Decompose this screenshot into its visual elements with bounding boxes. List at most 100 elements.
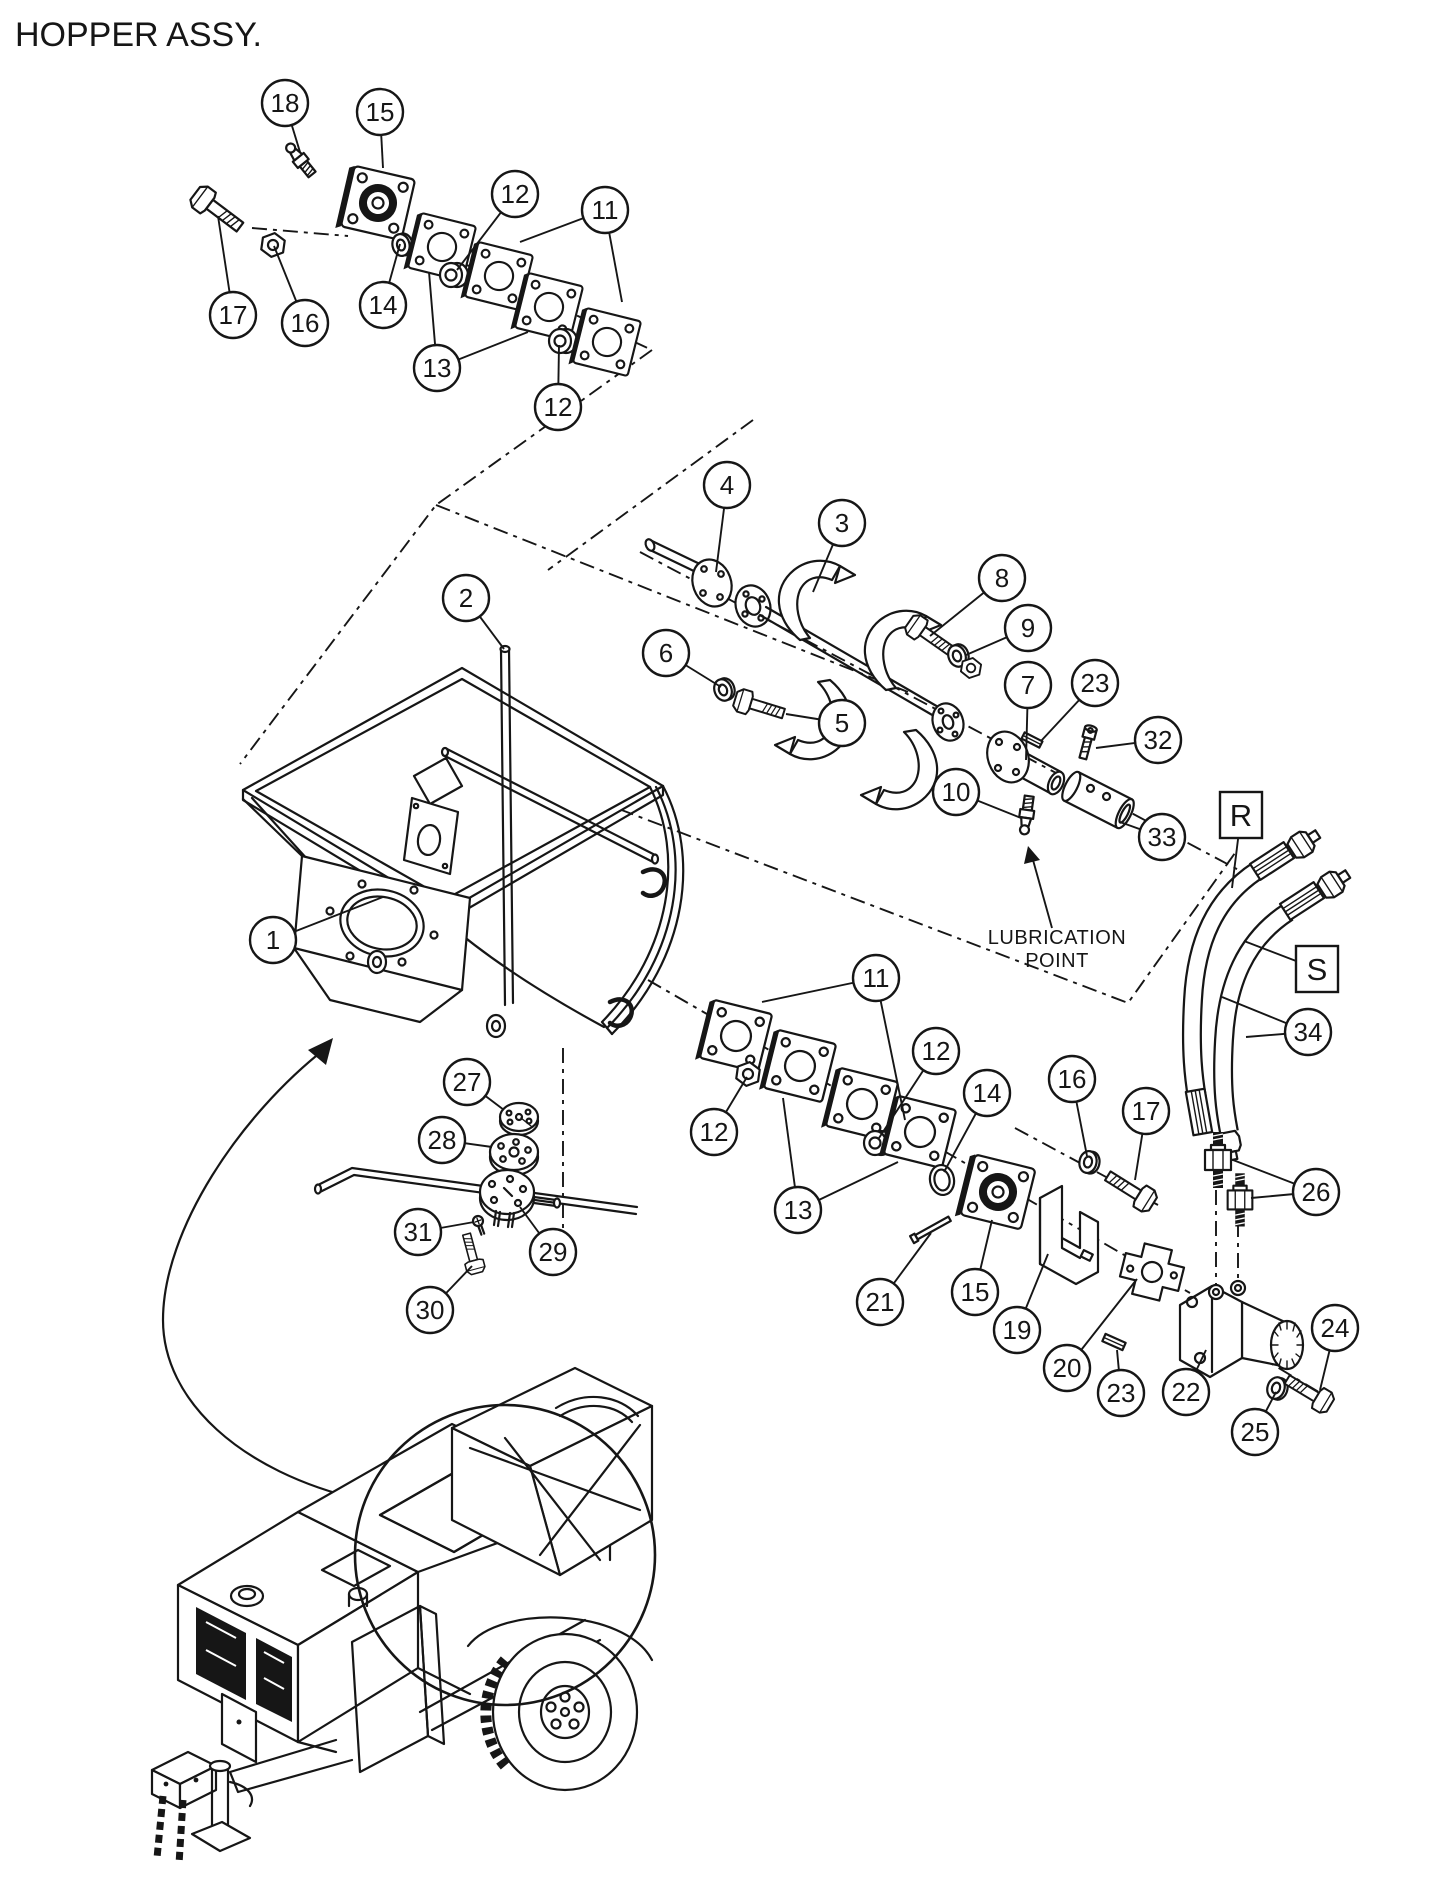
callout-balloon-21[interactable]: 21 [855, 1277, 905, 1327]
balloon-circle [405, 1285, 455, 1335]
callout-balloon-16[interactable]: 16 [280, 298, 330, 348]
balloon-circle [280, 298, 330, 348]
callout-balloon-24[interactable]: 24 [1310, 1303, 1360, 1353]
balloon-circle [1047, 1054, 1097, 1104]
port-label-S[interactable]: S [1294, 944, 1340, 994]
balloon-number: 17 [219, 300, 248, 330]
disc-27 [498, 1101, 540, 1137]
key-23 [1101, 1332, 1127, 1352]
lower-drive-train [693, 997, 1338, 1417]
balloon-number: 10 [942, 777, 971, 807]
balloon-number: 2 [459, 583, 473, 613]
callout-balloon-22[interactable]: 22 [1161, 1367, 1211, 1417]
callout-balloon-12[interactable]: 12 [533, 382, 583, 432]
callout-balloon-10[interactable]: 10 [931, 767, 981, 817]
grease-fitting-10 [1015, 794, 1038, 837]
callout-balloon-14[interactable]: 14 [962, 1068, 1012, 1118]
balloon-number: 1 [266, 925, 280, 955]
callout-balloon-1[interactable]: 1 [248, 915, 298, 965]
balloon-circle [702, 460, 752, 510]
balloon-number: 5 [835, 708, 849, 738]
callout-balloon-20[interactable]: 20 [1042, 1343, 1092, 1393]
fitting-26 [1203, 1132, 1233, 1188]
callout-balloon-12[interactable]: 12 [490, 169, 540, 219]
balloon-number: 13 [423, 353, 452, 383]
gasket-11 [567, 305, 643, 380]
balloon-number: 16 [1058, 1064, 1087, 1094]
balloon-number: 4 [720, 470, 734, 500]
bearing-block-15 [955, 1153, 1036, 1232]
callout-balloon-15[interactable]: 15 [950, 1267, 1000, 1317]
callout-balloon-5[interactable]: 5 [817, 698, 867, 748]
machine-overview-drawing [150, 1038, 657, 1865]
fitting-26 [1226, 1173, 1254, 1227]
callout-balloon-26[interactable]: 26 [1291, 1167, 1341, 1217]
balloon-circle [1137, 812, 1187, 862]
bracket-19 [1038, 1184, 1100, 1286]
balloon-number: 24 [1321, 1313, 1350, 1343]
callout-balloon-15[interactable]: 15 [355, 87, 405, 137]
bolt-30 [456, 1230, 487, 1277]
callout-balloon-23[interactable]: 23 [1096, 1368, 1146, 1418]
page-title: HOPPER ASSY. [15, 16, 262, 54]
port-label-box [1218, 790, 1264, 840]
balloon-circle [355, 87, 405, 137]
callout-balloon-12[interactable]: 12 [911, 1026, 961, 1076]
port-label-text: S [1307, 952, 1328, 987]
callout-balloon-8[interactable]: 8 [977, 553, 1027, 603]
balloon-number: 11 [863, 963, 890, 993]
balloon-circle [773, 1185, 823, 1235]
callout-balloon-27[interactable]: 27 [442, 1057, 492, 1107]
callout-balloon-14[interactable]: 14 [358, 280, 408, 330]
balloon-circle [260, 78, 310, 128]
balloon-number: 20 [1053, 1353, 1082, 1383]
balloon-circle [641, 628, 691, 678]
balloon-number: 11 [592, 195, 619, 225]
callout-balloon-31[interactable]: 31 [393, 1207, 443, 1257]
hose-ferrule [1248, 841, 1296, 881]
callout-balloon-18[interactable]: 18 [260, 78, 310, 128]
lubrication-label-line1: LUBRICATION [988, 927, 1126, 949]
callout-balloon-2[interactable]: 2 [441, 573, 491, 623]
callout-balloon-17[interactable]: 17 [208, 290, 258, 340]
port-label-R[interactable]: R [1218, 790, 1264, 840]
callout-balloon-23[interactable]: 23 [1070, 658, 1120, 708]
callout-balloon-19[interactable]: 19 [992, 1305, 1042, 1355]
callout-balloon-34[interactable]: 34 [1283, 1007, 1333, 1057]
arrowhead [308, 1038, 333, 1065]
balloon-number: 12 [544, 392, 573, 422]
balloon-number: 23 [1081, 668, 1110, 698]
callout-balloon-6[interactable]: 6 [641, 628, 691, 678]
callout-balloon-4[interactable]: 4 [702, 460, 752, 510]
callout-balloon-17[interactable]: 17 [1121, 1086, 1171, 1136]
callout-balloon-13[interactable]: 13 [412, 343, 462, 393]
callout-balloon-32[interactable]: 32 [1133, 715, 1183, 765]
balloon-number: 8 [995, 563, 1009, 593]
top-bearing-cluster [186, 139, 643, 380]
callout-balloon-9[interactable]: 9 [1003, 603, 1053, 653]
callout-balloon-11[interactable]: 11 [580, 185, 630, 235]
detail-circle [353, 1403, 657, 1707]
balloon-number: 15 [961, 1277, 990, 1307]
callout-balloon-3[interactable]: 3 [817, 498, 867, 548]
callout-balloon-11[interactable]: 11 [851, 953, 901, 1003]
balloon-circle [950, 1267, 1000, 1317]
callout-balloon-29[interactable]: 29 [528, 1227, 578, 1277]
balloon-number: 3 [835, 508, 849, 538]
disc-29 [478, 1168, 562, 1229]
balloon-number: 15 [366, 97, 395, 127]
callout-balloon-12[interactable]: 12 [689, 1107, 739, 1157]
port-label-text: R [1230, 798, 1252, 833]
callout-balloon-25[interactable]: 25 [1230, 1407, 1280, 1457]
balloon-number: 12 [501, 179, 530, 209]
callout-balloon-33[interactable]: 33 [1137, 812, 1187, 862]
balloon-number: 22 [1172, 1377, 1201, 1407]
callout-balloon-13[interactable]: 13 [773, 1185, 823, 1235]
callout-balloon-30[interactable]: 30 [405, 1285, 455, 1335]
balloon-circle [931, 767, 981, 817]
callout-balloon-7[interactable]: 7 [1003, 660, 1053, 710]
callout-balloon-16[interactable]: 16 [1047, 1054, 1097, 1104]
balloon-circle [248, 915, 298, 965]
balloon-circle [855, 1277, 905, 1327]
callout-balloon-28[interactable]: 28 [417, 1115, 467, 1165]
